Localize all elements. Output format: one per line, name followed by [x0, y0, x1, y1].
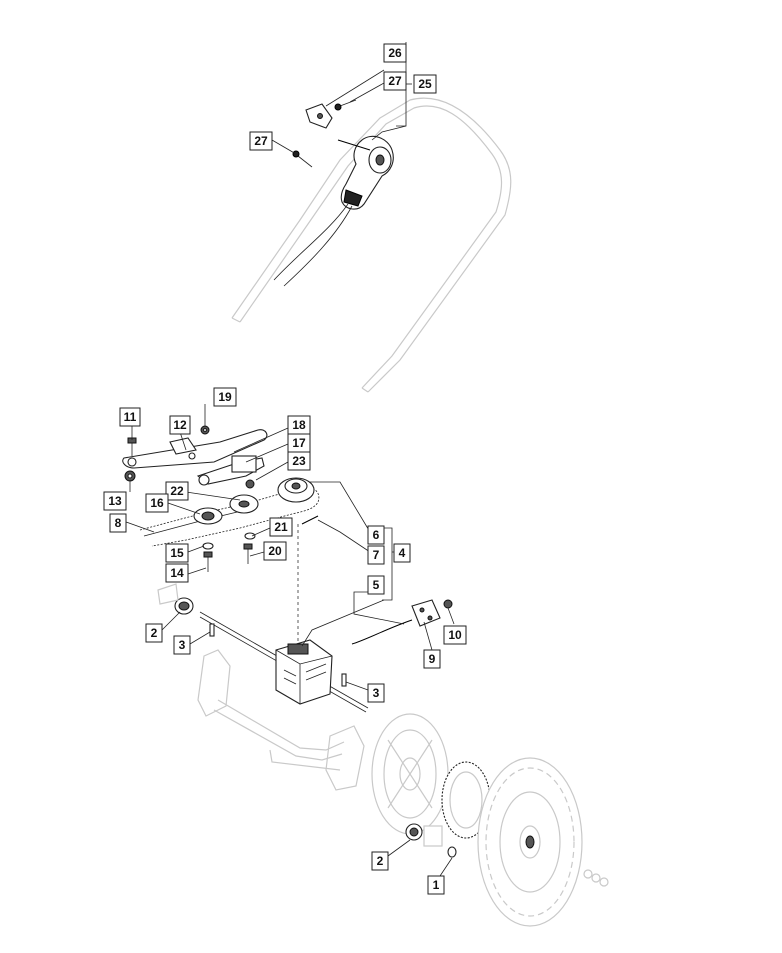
callout-20-label: 20 [268, 544, 282, 558]
bearing-part-2-upper [157, 583, 194, 615]
callout-26-label: 27 [388, 74, 402, 88]
lower-leaders [125, 404, 455, 877]
bolt-part-20 [243, 543, 253, 564]
callout-8-label: 8 [115, 516, 122, 530]
callout-22: 22 [165, 481, 189, 501]
callout-25: 26 [383, 43, 407, 63]
callout-27-label: 27 [254, 134, 268, 148]
chassis-frame [197, 649, 365, 791]
nut-part-19 [200, 425, 210, 435]
lever-rod-part-5 [351, 619, 413, 645]
callout-6-label: 6 [373, 528, 380, 542]
callout-27: 27 [249, 131, 273, 151]
callout-1-label: 1 [433, 878, 440, 892]
clip-part-25 [305, 103, 333, 129]
callout-3-left: 3 [173, 635, 191, 655]
callout-3-left-label: 3 [179, 638, 186, 652]
callout-2-upper-label: 2 [151, 626, 158, 640]
callout-24-label: 25 [418, 77, 432, 91]
callout-1: 1 [427, 875, 445, 895]
callout-3-right-label: 3 [373, 686, 380, 700]
callout-20: 20 [263, 541, 287, 561]
bolt-part-14 [203, 551, 213, 572]
callout-25-label: 26 [388, 46, 402, 60]
pulley-part-16 [193, 507, 223, 525]
bearing-part-2-lower [405, 823, 443, 847]
pin-part-3-right [341, 673, 347, 687]
callout-9-label: 9 [429, 652, 436, 666]
callout-14-label: 14 [170, 566, 184, 580]
callout-21-label: 21 [274, 520, 288, 534]
callout-4: 4 [393, 543, 411, 563]
callout-19-label: 19 [218, 390, 232, 404]
pulley-part-22 [229, 494, 259, 514]
callout-3-right: 3 [367, 683, 385, 703]
callout-23-label: 23 [292, 454, 306, 468]
pin-part-3-left [209, 623, 215, 637]
washer-part-21 [244, 532, 256, 540]
callout-14: 14 [165, 563, 189, 583]
callout-2-lower: 2 [371, 851, 389, 871]
callout-24: 25 [413, 74, 437, 94]
nut-part-10 [443, 599, 453, 609]
callout-23: 23 [287, 451, 311, 471]
callout-11-label: 11 [124, 410, 137, 424]
washer-part-15 [202, 542, 214, 550]
key-pin-part-7 [301, 515, 319, 525]
callout-13-label: 13 [108, 494, 122, 508]
callout-17: 17 [287, 433, 311, 453]
gearbox-pulley [277, 477, 315, 503]
nut-part-13 [124, 470, 136, 482]
nut-part-23 [245, 479, 255, 489]
bolt-part-27 [292, 150, 313, 168]
callout-10: 10 [443, 625, 467, 645]
gearbox [275, 639, 333, 705]
circlip-part-1 [447, 846, 457, 858]
lever-plate-part-12 [122, 429, 268, 469]
callout-16-label: 16 [150, 496, 164, 510]
ring-gear [441, 761, 491, 839]
callout-16: 16 [145, 493, 169, 513]
callout-8: 8 [109, 513, 127, 533]
callout-12: 12 [169, 415, 191, 435]
callout-22-label: 22 [170, 484, 184, 498]
callout-7: 7 [367, 545, 385, 565]
callout-4-label: 4 [399, 546, 406, 560]
upper-leaders [271, 42, 412, 155]
callout-2-lower-label: 2 [377, 854, 384, 868]
callout-5-label: 5 [373, 578, 380, 592]
handle-bar [231, 97, 512, 393]
callout-6: 6 [367, 525, 385, 545]
callout-15-label: 15 [170, 546, 184, 560]
callout-13: 13 [103, 491, 127, 511]
wheel [477, 757, 583, 927]
callout-18-label: 18 [292, 418, 306, 432]
screw-part-26 [334, 99, 357, 111]
callout-11: 11 [119, 407, 141, 427]
callout-15: 15 [165, 543, 189, 563]
callout-17-label: 17 [292, 436, 306, 450]
callout-21: 21 [269, 517, 293, 537]
callout-9: 9 [423, 649, 441, 669]
bracket-part-9 [411, 599, 441, 627]
callout-12-label: 12 [173, 418, 187, 432]
callout-7-label: 7 [373, 548, 380, 562]
callout-2-upper: 2 [145, 623, 163, 643]
callout-19: 19 [213, 387, 237, 407]
wheel-cover [371, 713, 449, 835]
callout-26: 27 [383, 71, 407, 91]
callout-18: 18 [287, 415, 311, 435]
control-lever-housing [273, 135, 394, 287]
callout-5: 5 [367, 575, 385, 595]
wheel-fasteners [583, 869, 609, 887]
screw-part-11 [127, 437, 137, 456]
callout-10-label: 10 [448, 628, 462, 642]
